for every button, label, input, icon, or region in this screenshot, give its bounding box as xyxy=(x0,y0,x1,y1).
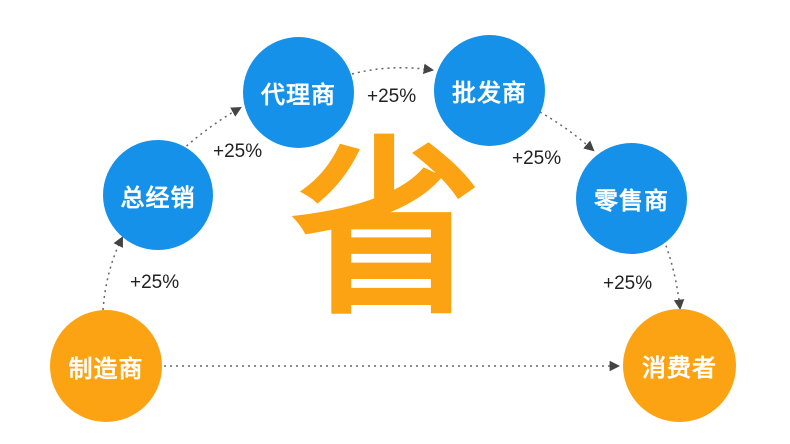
markup-label: +25% xyxy=(367,86,417,107)
arrow-wholesaler-to-retailer xyxy=(539,111,595,152)
arrow-agent-to-wholesaler xyxy=(351,63,435,75)
markup-label: +25% xyxy=(512,148,562,169)
node-agent: 代理商 xyxy=(243,37,354,148)
markup-label: +25% xyxy=(603,273,653,294)
node-wholesaler: 批发商 xyxy=(434,35,545,146)
save-character: 省 xyxy=(291,120,482,341)
arrow-retailer-to-consumer xyxy=(663,239,685,311)
markup-label: +25% xyxy=(130,272,180,293)
node-general-distributor: 总经销 xyxy=(103,140,213,250)
node-retailer: 零售商 xyxy=(576,143,687,254)
arrow-distributor-to-agent xyxy=(181,106,242,151)
node-consumer: 消费者 xyxy=(623,309,736,422)
node-manufacturer: 制造商 xyxy=(50,310,162,422)
arrow-manufacturer-to-distributor xyxy=(102,236,123,311)
markup-label: +25% xyxy=(213,141,263,162)
